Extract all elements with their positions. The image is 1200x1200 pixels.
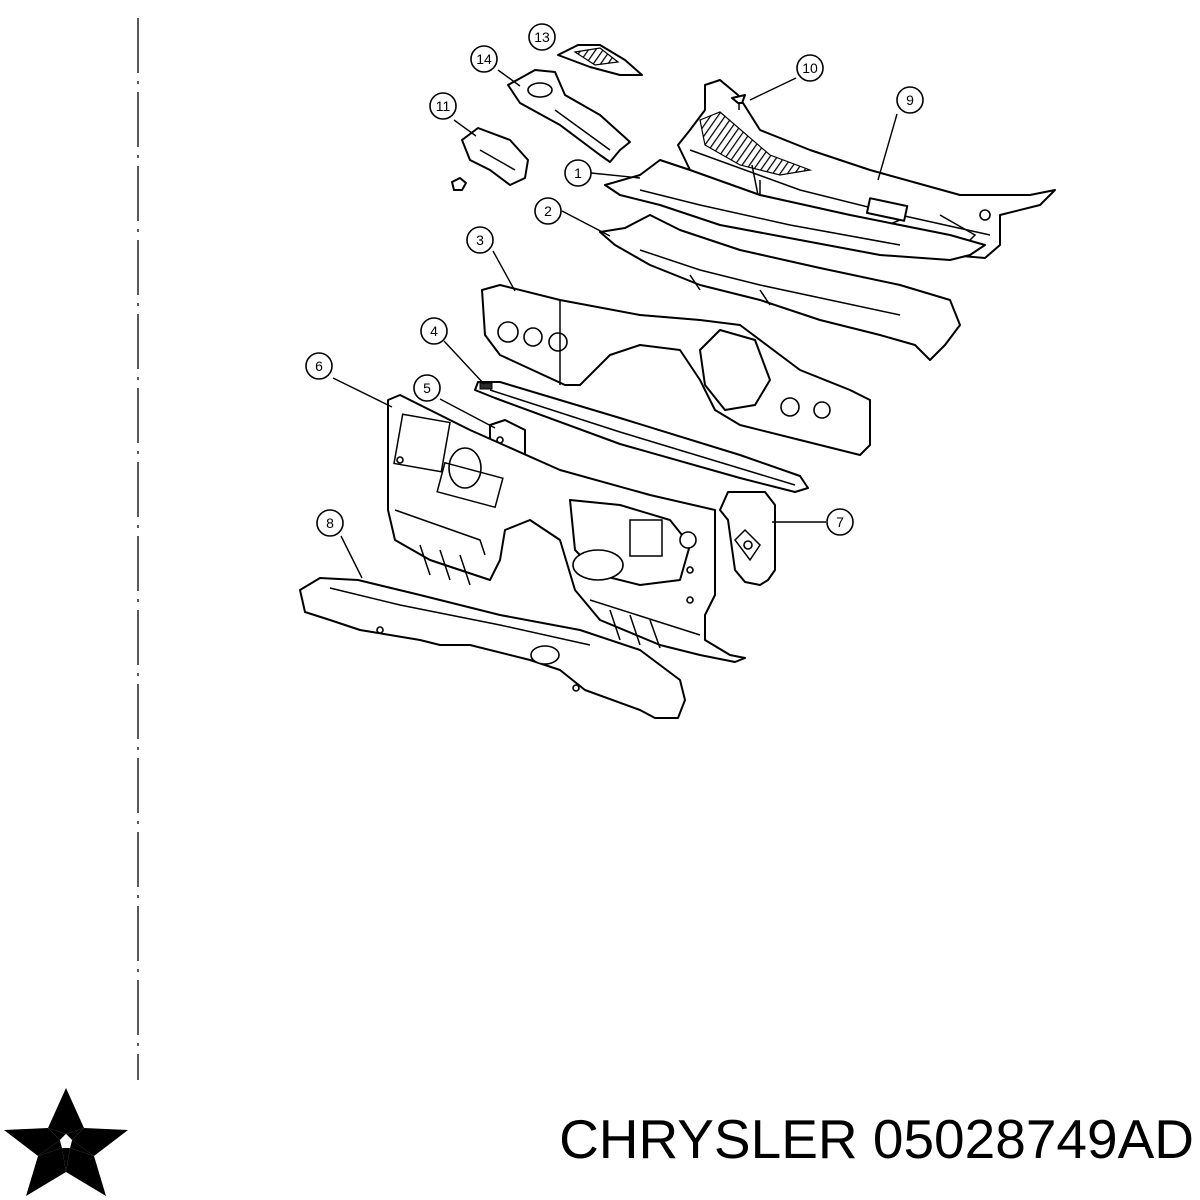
part-7-side-bracket bbox=[719, 491, 776, 586]
part-number-label: CHRYSLER 05028749AD bbox=[559, 1108, 1194, 1170]
callout-9: 9 bbox=[896, 86, 924, 114]
callout-14: 14 bbox=[470, 45, 498, 73]
callout-1-label: 1 bbox=[574, 165, 582, 181]
callout-4: 4 bbox=[420, 317, 448, 345]
part-8-floor-crossmember bbox=[299, 577, 686, 719]
part-6-dash-panel bbox=[387, 394, 746, 663]
callout-7: 7 bbox=[826, 508, 854, 536]
leader-lines bbox=[332, 69, 898, 579]
callout-14-label: 14 bbox=[476, 51, 492, 67]
callout-2: 2 bbox=[534, 197, 562, 225]
part-10-clip bbox=[731, 94, 746, 110]
callout-6: 6 bbox=[305, 352, 333, 380]
callout-11-label: 11 bbox=[436, 98, 451, 114]
callout-4-label: 4 bbox=[430, 323, 438, 339]
callout-8: 8 bbox=[316, 509, 344, 537]
part-11-support bbox=[451, 127, 529, 191]
callout-6-label: 6 bbox=[315, 358, 323, 374]
part-1-cowl-strip bbox=[604, 159, 986, 261]
callout-5-label: 5 bbox=[423, 380, 431, 396]
callout-5: 5 bbox=[413, 374, 441, 402]
callout-10: 10 bbox=[796, 54, 824, 82]
part-4-crossmember bbox=[474, 381, 809, 493]
part-2-cowl-lower bbox=[599, 214, 961, 361]
callout-1: 1 bbox=[564, 159, 592, 187]
callout-13-label: 13 bbox=[534, 29, 550, 45]
callout-3: 3 bbox=[466, 226, 494, 254]
callout-8-label: 8 bbox=[326, 515, 334, 531]
part-13-grille bbox=[557, 44, 643, 76]
callout-9-label: 9 bbox=[906, 92, 914, 108]
part-3-dash-upper bbox=[481, 284, 871, 456]
callout-11: 11 bbox=[429, 92, 457, 120]
callout-2-label: 2 bbox=[544, 203, 552, 219]
callout-13: 13 bbox=[528, 23, 556, 51]
chrysler-pentastar-icon bbox=[4, 1088, 128, 1196]
callout-10-label: 10 bbox=[802, 60, 818, 76]
callout-7-label: 7 bbox=[836, 514, 844, 530]
part-14-bracket bbox=[507, 69, 631, 163]
callout-3-label: 3 bbox=[476, 232, 484, 248]
